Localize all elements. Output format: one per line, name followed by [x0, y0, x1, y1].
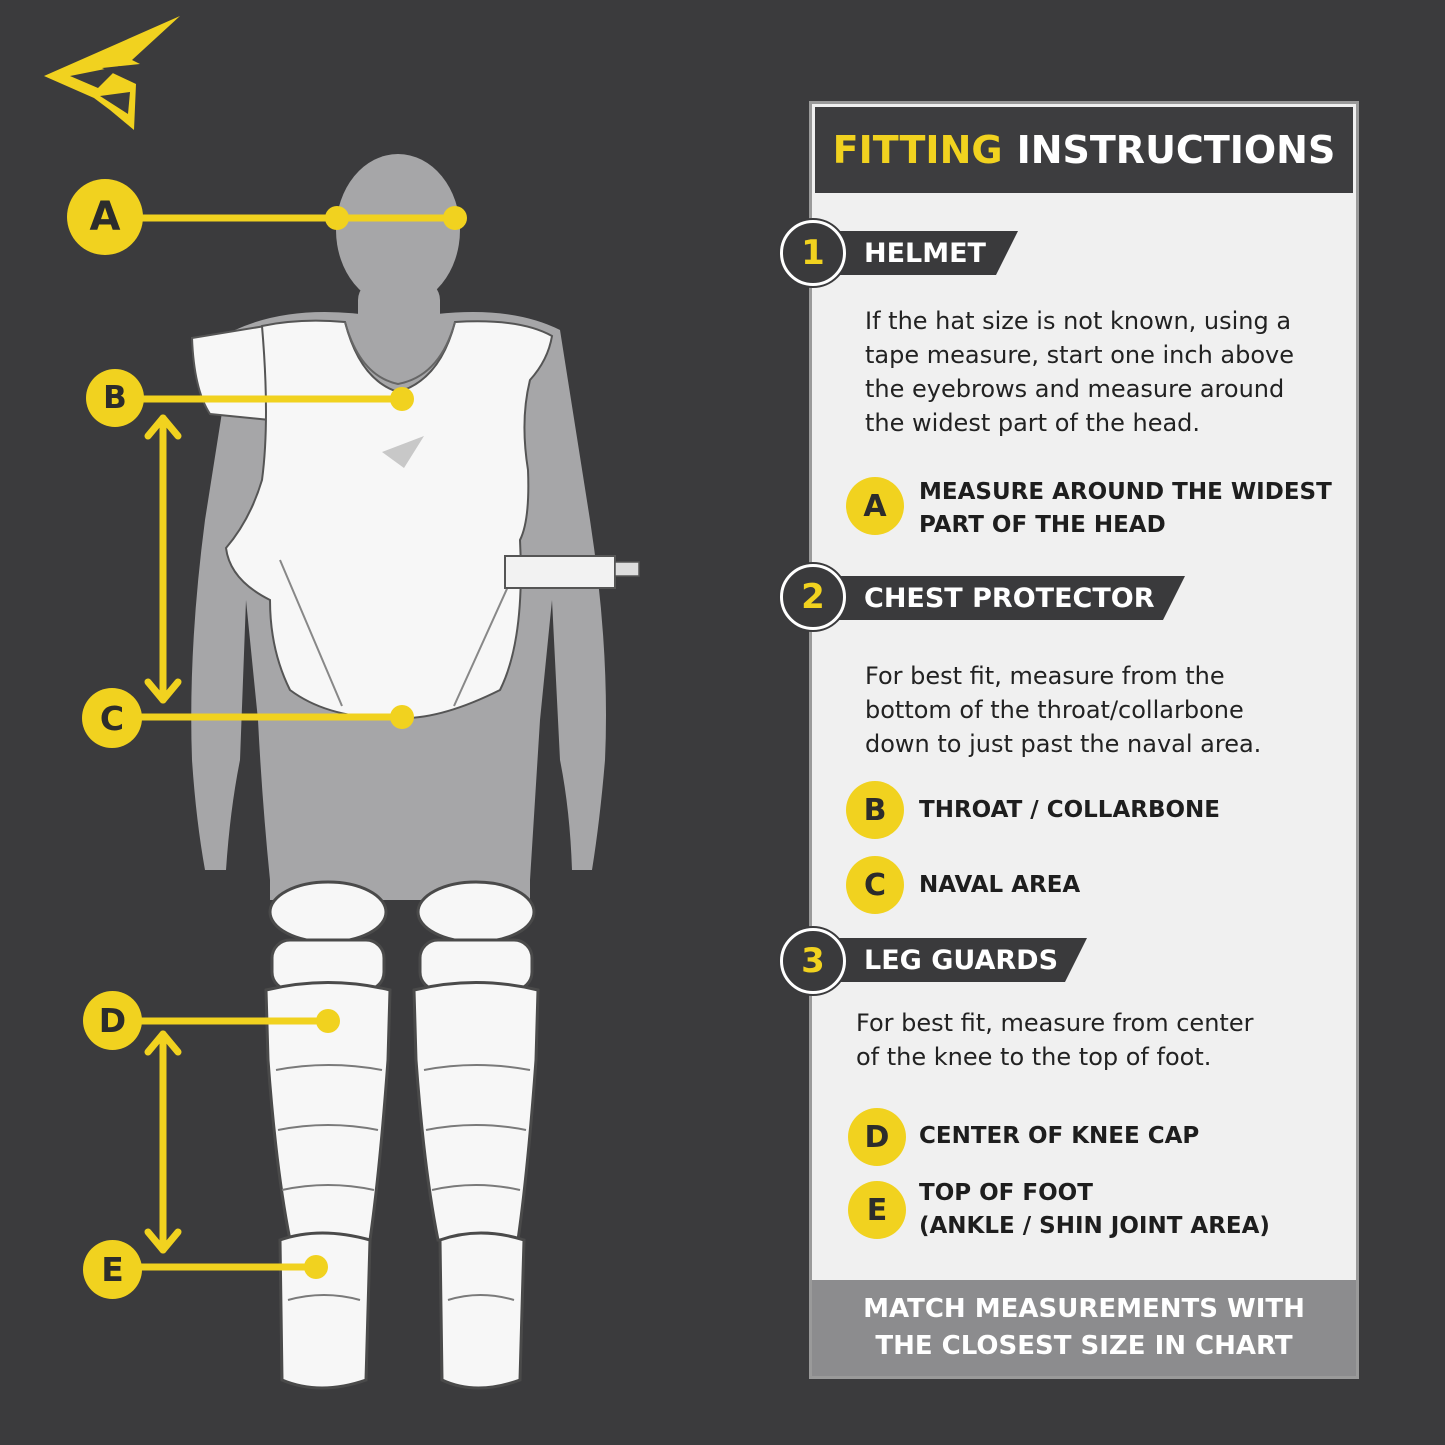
label-line: THROAT / COLLARBONE	[919, 797, 1220, 823]
footer-line: THE CLOSEST SIZE IN CHART	[875, 1331, 1293, 1361]
section-number-badge: 1	[780, 220, 846, 286]
text-line: the widest part of the head.	[865, 409, 1201, 437]
point-a-label: MEASURE AROUND THE WIDEST PART OF THE HE…	[919, 476, 1332, 542]
section-title: HELMET	[864, 237, 986, 269]
easton-logo-icon	[44, 16, 180, 130]
text-line: tape measure, start one inch above	[865, 341, 1294, 369]
label-line: PART OF THE HEAD	[919, 512, 1166, 538]
text-line: For best fit, measure from the	[865, 662, 1225, 690]
label-line: (ANKLE / SHIN JOINT AREA)	[919, 1213, 1270, 1239]
section-title: CHEST PROTECTOR	[864, 582, 1155, 614]
label-line: NAVAL AREA	[919, 872, 1081, 898]
point-c-badge: C	[846, 856, 904, 914]
point-d-badge: D	[848, 1108, 906, 1166]
point-c-label: NAVAL AREA	[919, 869, 1080, 902]
text-line: of the knee to the top of foot.	[856, 1043, 1212, 1071]
section-number-badge: 2	[780, 564, 846, 630]
text-line: If the hat size is not known, using a	[865, 307, 1292, 335]
section-helmet-bar: HELMET	[812, 231, 1018, 275]
section-title: LEG GUARDS	[864, 944, 1059, 976]
helmet-instructions: If the hat size is not known, using a ta…	[865, 304, 1294, 440]
panel-title: FITTING INSTRUCTIONS	[815, 107, 1353, 193]
label-line: MEASURE AROUND THE WIDEST	[919, 479, 1332, 505]
point-e-label: TOP OF FOOT (ANKLE / SHIN JOINT AREA)	[919, 1177, 1270, 1243]
label-line: TOP OF FOOT	[919, 1180, 1093, 1206]
title-rest: INSTRUCTIONS	[1016, 128, 1336, 172]
marker-e: E	[83, 1240, 142, 1299]
footer-line: MATCH MEASUREMENTS WITH	[863, 1294, 1305, 1324]
point-b-label: THROAT / COLLARBONE	[919, 794, 1220, 827]
marker-c: C	[82, 688, 142, 748]
leg-guards-instructions: For best fit, measure from center of the…	[856, 1006, 1253, 1074]
panel-footer: MATCH MEASUREMENTS WITH THE CLOSEST SIZE…	[812, 1280, 1356, 1376]
section-number-badge: 3	[780, 928, 846, 994]
text-line: For best fit, measure from center	[856, 1009, 1254, 1037]
text-line: down to just past the naval area.	[865, 730, 1262, 758]
text-line: the eyebrows and measure around	[865, 375, 1285, 403]
section-leg-guards-bar: LEG GUARDS	[812, 938, 1087, 982]
marker-b: B	[86, 369, 144, 427]
point-d-label: CENTER OF KNEE CAP	[919, 1120, 1199, 1153]
point-e-badge: E	[848, 1181, 906, 1239]
fitting-instructions-panel: FITTING INSTRUCTIONS HELMET 1 If the hat…	[780, 104, 1356, 1376]
marker-d: D	[83, 991, 142, 1050]
text-line: bottom of the throat/collarbone	[865, 696, 1244, 724]
marker-a: A	[67, 179, 143, 255]
section-chest-protector-bar: CHEST PROTECTOR	[812, 576, 1185, 620]
point-a-badge: A	[846, 477, 904, 535]
title-highlight: FITTING	[832, 128, 1003, 172]
point-b-badge: B	[846, 781, 904, 839]
label-line: CENTER OF KNEE CAP	[919, 1123, 1200, 1149]
chest-protector-instructions: For best fit, measure from the bottom of…	[865, 659, 1261, 761]
